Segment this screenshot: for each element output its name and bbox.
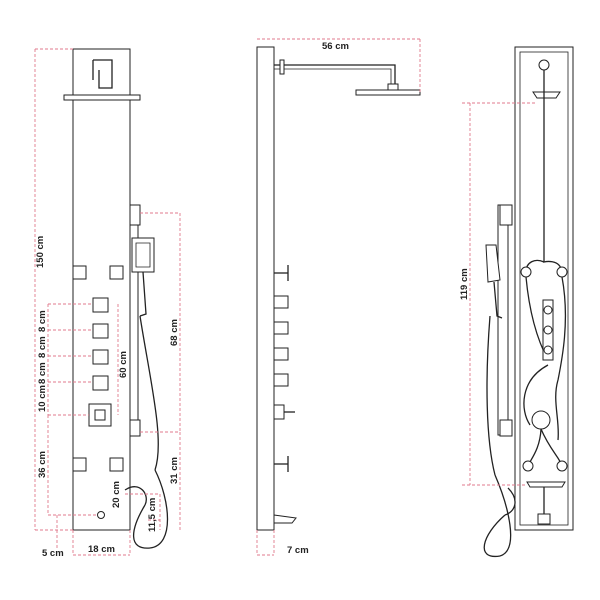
front-label-spacing-1: 8 cm (37, 310, 48, 332)
front-label-width: 18 cm (88, 544, 115, 555)
front-rain-head (63, 94, 141, 101)
side-dimensions (256, 38, 421, 556)
side-fittings (273, 265, 297, 524)
front-top-mount (72, 48, 131, 96)
side-label-arm-length: 56 cm (322, 41, 349, 52)
front-jets (72, 265, 124, 519)
back-handshower-head (485, 244, 501, 283)
side-panel-body (256, 46, 275, 531)
front-label-spacing-3: 8 cm (37, 362, 48, 384)
front-label-jets-span: 60 cm (118, 351, 129, 378)
back-view: 119 cm (459, 46, 574, 558)
side-view: 56 cm 7 cm (256, 38, 421, 556)
front-label-total-height: 150 cm (35, 236, 46, 268)
back-mixer-valve (531, 410, 551, 430)
side-label-depth: 7 cm (287, 545, 309, 556)
front-label-spacing-4: 10 cm (37, 385, 48, 412)
side-rain-head (355, 89, 421, 96)
front-head-arm (92, 59, 113, 89)
front-label-left-offset: 5 cm (42, 548, 64, 559)
front-dimensions (34, 48, 181, 556)
side-shower-arm (274, 64, 396, 86)
front-label-spacing-2: 8 cm (37, 336, 48, 358)
front-label-outlet-height: 11,5 cm (147, 498, 158, 532)
front-label-bottom-offset: 20 cm (111, 481, 122, 508)
back-dimensions (462, 102, 535, 486)
back-label-pipe-height: 119 cm (459, 268, 470, 300)
front-view: 150 cm 8 cm 8 cm 8 cm 10 cm 36 cm 60 cm … (34, 48, 181, 559)
front-label-lower-section: 36 cm (37, 451, 48, 478)
back-top-valve (538, 59, 550, 71)
front-label-rail-length: 68 cm (169, 319, 180, 346)
front-hand-shower (124, 204, 169, 549)
front-label-rail-bottom: 31 cm (169, 457, 180, 484)
